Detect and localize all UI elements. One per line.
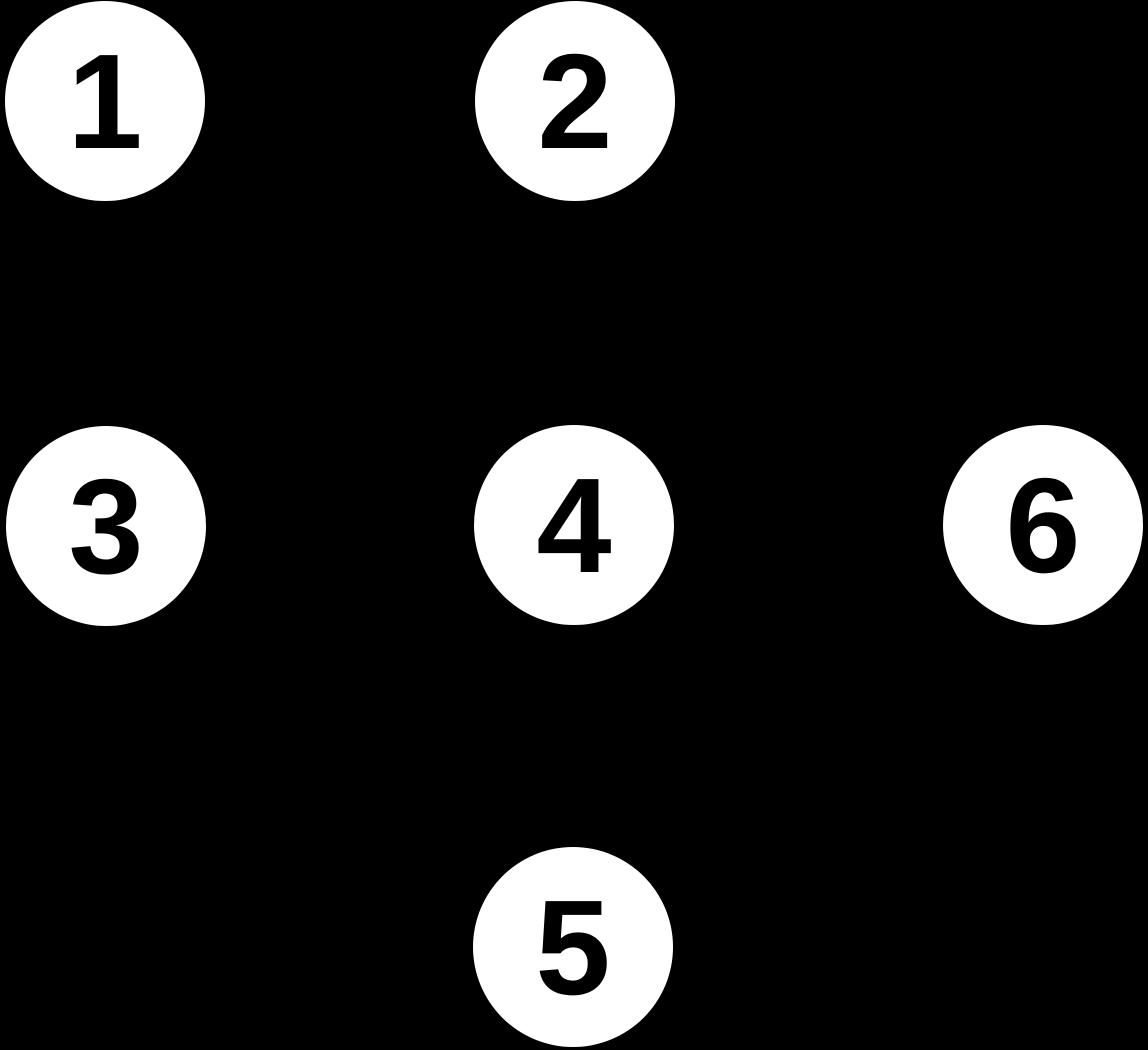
graph-node-3: 3 bbox=[6, 426, 206, 626]
graph-node-4: 4 bbox=[474, 425, 674, 625]
node-label: 6 bbox=[1005, 449, 1081, 601]
graph-node-1: 1 bbox=[5, 1, 205, 201]
node-label: 3 bbox=[68, 450, 144, 602]
graph-node-5: 5 bbox=[473, 847, 673, 1047]
graph-node-6: 6 bbox=[943, 425, 1143, 625]
node-label: 2 bbox=[537, 25, 613, 177]
node-label: 4 bbox=[536, 449, 612, 601]
graph-node-2: 2 bbox=[475, 1, 675, 201]
node-label: 1 bbox=[67, 25, 143, 177]
node-label: 5 bbox=[535, 871, 611, 1023]
